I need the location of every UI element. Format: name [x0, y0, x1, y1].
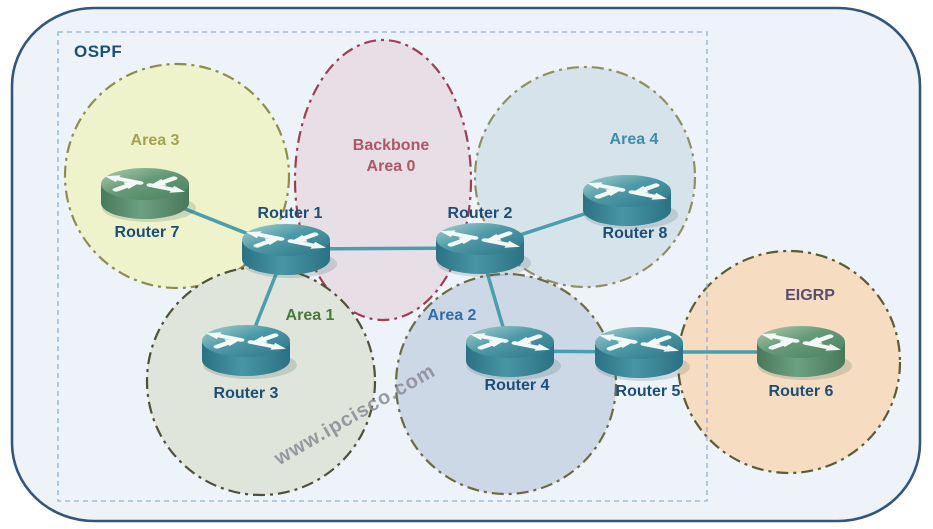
- router-5-label: Router 5: [616, 383, 681, 400]
- router-1-icon: [242, 224, 337, 278]
- router-8-icon: [583, 175, 678, 229]
- area-2-label: Area 2: [428, 307, 477, 324]
- area-3-label: Area 3: [131, 132, 180, 149]
- router-4-label: Router 4: [485, 377, 550, 394]
- router-5-icon: [595, 327, 690, 381]
- router-3-icon: [202, 325, 297, 379]
- router-8-label: Router 8: [603, 225, 668, 242]
- area-4-label: Area 4: [610, 131, 659, 148]
- router-7-icon: [101, 168, 196, 222]
- router-6-label: Router 6: [769, 383, 834, 400]
- ospf-domain-label: OSPF: [74, 42, 122, 61]
- backbone-area-0-label-line2: Area 0: [367, 158, 416, 175]
- router-3-label: Router 3: [214, 385, 279, 402]
- router-6-icon: [757, 326, 852, 380]
- router-7-label: Router 7: [115, 224, 180, 241]
- router-2-label: Router 2: [448, 205, 513, 222]
- router-1-label: Router 1: [258, 205, 323, 222]
- backbone-area-0-ellipse: [293, 38, 473, 322]
- eigrp-label: EIGRP: [785, 287, 835, 304]
- router-4-icon: [466, 326, 561, 380]
- router-2-icon: [436, 223, 531, 277]
- backbone-area-0-label-line1: Backbone: [353, 137, 430, 154]
- area-1-label: Area 1: [286, 307, 335, 324]
- ospf-domain-box: [57, 31, 708, 502]
- area-1-circle: [145, 265, 377, 497]
